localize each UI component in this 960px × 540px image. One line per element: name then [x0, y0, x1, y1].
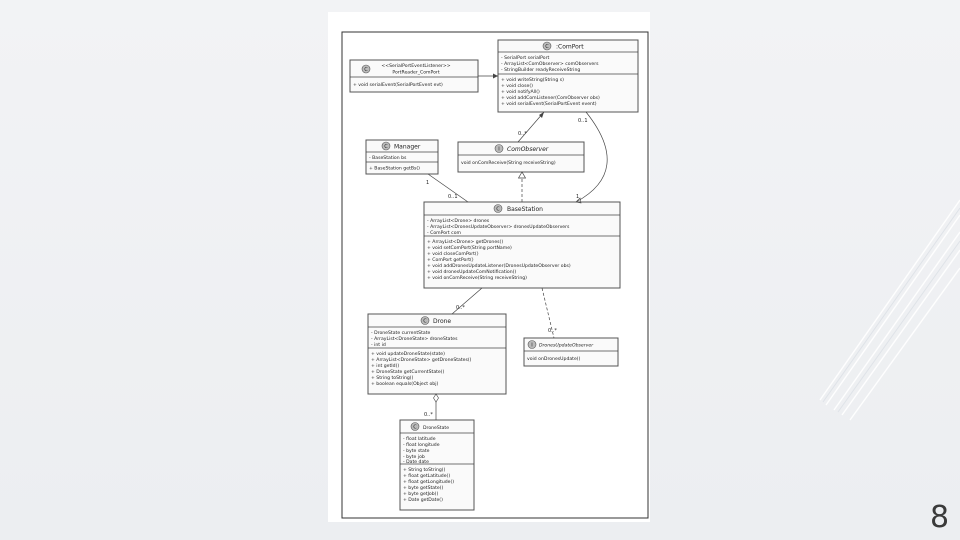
- relation-basestation-drone: [451, 287, 483, 315]
- class-icon: [420, 316, 430, 325]
- method: + void dronesUpdateComNotification(): [427, 269, 516, 275]
- realization-arrow-head: [517, 171, 527, 179]
- class-icon-letter: C: [545, 44, 549, 50]
- attribute: - ArrayList<ComObserver> comObservers: [501, 61, 599, 67]
- multiplicity: 0..*: [548, 328, 557, 334]
- method: + void serialEvent(SerialPortEvent event…: [501, 101, 597, 107]
- method: + void onComReceive(String receiveString…: [427, 275, 527, 281]
- relation-basestation-dronesupdateobserver: [541, 287, 555, 339]
- relation-comport-comobserver: [517, 111, 545, 143]
- class-icon: [542, 41, 552, 51]
- interface-icon: [527, 340, 537, 349]
- multiplicity: 0..*: [456, 305, 465, 311]
- method: + ComPort getPort(): [427, 257, 474, 263]
- method: + void close(): [501, 83, 533, 89]
- method: + byte getJob(): [403, 491, 438, 497]
- method: + void addComListener(ComObserver obs): [501, 95, 600, 101]
- attribute: - SerialPort serialPort: [501, 55, 549, 61]
- method: + DroneState getCurrentState(): [371, 369, 445, 375]
- class-name: Manager: [394, 144, 421, 151]
- class-name: DroneState: [423, 425, 449, 431]
- method: + String toString(): [403, 467, 446, 473]
- class-basestation: C BaseStation - ArrayList<Drone> drones …: [423, 201, 621, 289]
- method: + ArrayList<Drone> getDrones(): [427, 239, 503, 245]
- multiplicity: 0..1: [578, 118, 588, 124]
- class-dronestate: C DroneState - float latitude - float lo…: [399, 419, 475, 511]
- diamond-head: [539, 112, 544, 118]
- diagram-canvas: C :ComPort - SerialPort serialPort - Arr…: [341, 31, 649, 519]
- attribute: - ArrayList<DroneState> droneStates: [371, 336, 458, 342]
- method: + void closeComPort(): [427, 251, 479, 257]
- class-icon-letter: I: [498, 146, 499, 152]
- method: + int getId(): [371, 363, 399, 369]
- attribute: - ComPort com: [427, 230, 462, 236]
- class-icon-letter: C: [413, 424, 417, 430]
- class-name: PortReader_ComPort: [392, 70, 439, 76]
- attribute: - float latitude: [403, 436, 436, 442]
- class-name: ComObserver: [507, 146, 549, 153]
- diagram-border: [341, 31, 649, 519]
- method: + void notifyAll(): [501, 89, 540, 95]
- method: + ArrayList<DroneState> getDroneStates(): [371, 357, 472, 363]
- method: + boolean equals(Object obj): [371, 381, 438, 387]
- attribute: - float longitude: [403, 442, 440, 448]
- multiplicity: 1: [426, 180, 429, 186]
- class-name: BaseStation: [507, 206, 543, 213]
- attribute: - ArrayList<DronesUpdateObserver> drones…: [427, 224, 570, 230]
- class-portreader: C <<SerialPortEventListener>> PortReader…: [349, 59, 479, 93]
- method: + BaseStation getBs(): [369, 166, 420, 172]
- method: + byte getState(): [403, 485, 444, 491]
- attribute: - StringBuilder readyReceiveString: [501, 67, 580, 73]
- class-comport: C :ComPort - SerialPort serialPort - Arr…: [497, 39, 639, 113]
- class-icon-letter: C: [496, 206, 500, 212]
- class-name: Drone: [433, 318, 451, 325]
- method: void onComReceive(String receiveString): [461, 160, 556, 166]
- attribute: - Date date: [403, 459, 429, 465]
- method: + void setComPort(String portName): [427, 245, 512, 251]
- aggregation-diamond: [433, 393, 439, 403]
- method: + void addDronesUpdateListener(DronesUpd…: [427, 263, 571, 269]
- multiplicity: 0..*: [424, 412, 433, 418]
- class-icon-letter: C: [384, 144, 388, 150]
- multiplicity: 0..*: [518, 131, 527, 137]
- class-icon-letter: C: [423, 318, 427, 324]
- attribute: - DroneState currentState: [371, 330, 431, 336]
- attribute: - ArrayList<Drone> drones: [427, 218, 490, 224]
- class-icon-letter: C: [364, 67, 368, 73]
- attribute: - int id: [371, 342, 386, 348]
- relation-manager-basestation: [427, 173, 469, 203]
- method: void onDronesUpdate(): [527, 356, 581, 362]
- class-drone: C Drone - DroneState currentState - Arra…: [367, 313, 507, 395]
- class-icon: [493, 204, 503, 213]
- arrow-head: [493, 73, 498, 79]
- attribute: - byte state: [403, 448, 430, 454]
- method: + Date getDate(): [403, 497, 443, 503]
- class-dronesupdateobserver: I DronesUpdateObserver void onDronesUpda…: [523, 337, 619, 367]
- method: + float getLatitude(): [403, 473, 450, 479]
- class-name: DronesUpdateObserver: [539, 343, 594, 349]
- stereotype: <<SerialPortEventListener>>: [381, 63, 450, 69]
- relation-comport-basestation: [575, 111, 608, 203]
- class-icon: [410, 422, 420, 431]
- method: + float getLongitude(): [403, 479, 454, 485]
- diamond-head: [575, 197, 582, 204]
- class-comobserver: I ComObserver void onComReceive(String r…: [457, 141, 585, 173]
- class-manager: C Manager - BaseStation bs + BaseStation…: [365, 139, 439, 175]
- method: + void updateDroneState(state): [371, 351, 445, 357]
- attribute: - byte job: [403, 454, 425, 460]
- class-icon: [381, 141, 391, 151]
- method: + void writeString(String s): [501, 77, 564, 83]
- multiplicity: 1: [576, 194, 579, 200]
- attribute: - BaseStation bs: [369, 155, 407, 161]
- interface-icon: [494, 144, 504, 153]
- page-number: 8: [930, 500, 950, 535]
- class-name: :ComPort: [556, 44, 584, 51]
- method: + String toString(): [371, 375, 414, 381]
- uml-class-diagram: C :ComPort - SerialPort serialPort - Arr…: [328, 12, 650, 522]
- method: + void serialEvent(SerialPortEvent evt): [353, 82, 443, 88]
- class-icon: [361, 64, 371, 74]
- class-icon-letter: I: [531, 342, 532, 348]
- multiplicity: 0..1: [448, 194, 458, 200]
